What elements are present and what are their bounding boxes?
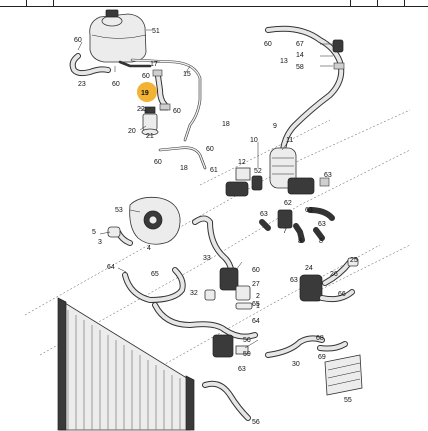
- clamp-58: [333, 62, 345, 70]
- callout-58: 58: [296, 64, 304, 71]
- callout-33: 33: [203, 255, 211, 262]
- toolbar-cell: [0, 0, 27, 6]
- callout-55: 55: [344, 397, 352, 404]
- callout-10: 10: [250, 137, 258, 144]
- hose-4[interactable]: [107, 226, 133, 246]
- radiator[interactable]: [57, 297, 195, 431]
- callout-22: 22: [137, 106, 145, 113]
- hose-30[interactable]: [265, 335, 348, 358]
- callout-2: 2: [256, 293, 260, 300]
- callout-11: 11: [286, 137, 293, 144]
- callout-7: 7: [283, 228, 287, 235]
- valve-56[interactable]: [212, 334, 249, 358]
- toolbar-cell: [54, 0, 351, 6]
- callout-26: 26: [330, 271, 338, 278]
- callout-labels: 51 60 23 60 17 60 15 19 22 60 20 21 18 6…: [74, 28, 358, 426]
- callout-25: 25: [350, 257, 358, 264]
- callout-53: 53: [115, 207, 123, 214]
- callout-60: 60: [142, 73, 150, 80]
- callout-24: 24: [305, 265, 313, 272]
- callout-63: 63: [305, 207, 313, 214]
- callout-63: 63: [290, 277, 298, 284]
- water-pump-53[interactable]: [129, 196, 181, 245]
- callout-20: 20: [128, 128, 136, 135]
- callout-18: 18: [222, 121, 230, 128]
- thermostat-housing-21[interactable]: [141, 106, 159, 136]
- clamp-60: [152, 69, 163, 77]
- callout-56: 56: [252, 419, 260, 426]
- hose-13[interactable]: [265, 25, 345, 153]
- callout-19-highlighted: 19: [141, 90, 149, 97]
- callout-60: 60: [154, 159, 162, 166]
- coolant-pump-27[interactable]: [204, 267, 253, 310]
- oil-cooler-55[interactable]: [324, 354, 363, 396]
- callout-51: 51: [152, 28, 160, 35]
- callout-15: 15: [183, 71, 191, 78]
- connector-67: [332, 39, 344, 53]
- callout-66: 66: [338, 291, 346, 298]
- highlight-marker: [137, 82, 157, 102]
- hose-23[interactable]: [69, 53, 111, 77]
- hose-65[interactable]: [122, 267, 258, 340]
- sensor-9: [251, 175, 263, 191]
- callout-65: 65: [252, 301, 260, 308]
- callout-60: 60: [206, 146, 214, 153]
- callout-5: 5: [92, 229, 96, 236]
- callout-17: 17: [150, 61, 158, 68]
- callout-18: 18: [180, 165, 188, 172]
- coolant-pipe-18[interactable]: [158, 146, 207, 170]
- callout-27: 27: [252, 281, 260, 288]
- temperature-sender-52[interactable]: [225, 167, 251, 197]
- callout-3: 3: [98, 239, 102, 246]
- callout-1: 1: [256, 303, 260, 310]
- callout-21: 21: [146, 133, 154, 140]
- hose-33[interactable]: [192, 215, 235, 281]
- callout-60: 60: [252, 267, 260, 274]
- toolbar-cell: [351, 0, 378, 6]
- callout-8: 8: [298, 238, 302, 245]
- callout-59: 59: [243, 351, 251, 358]
- toolbar-cell: [378, 0, 405, 6]
- oil-filter-housing-11[interactable]: [269, 147, 315, 195]
- radiator-hose-56[interactable]: [202, 380, 251, 421]
- callout-69: 69: [318, 354, 326, 361]
- auxiliary-pump-24[interactable]: [299, 257, 359, 303]
- callout-61: 61: [210, 167, 218, 174]
- callout-63: 63: [324, 172, 332, 179]
- callout-63: 63: [238, 366, 246, 373]
- callout-23: 23: [78, 81, 86, 88]
- callout-14: 14: [296, 52, 304, 59]
- callout-8: 8: [319, 238, 323, 245]
- callout-12: 12: [238, 159, 246, 166]
- callout-65: 65: [151, 271, 159, 278]
- callout-64: 64: [252, 318, 260, 325]
- callout-67: 67: [296, 41, 304, 48]
- callout-9: 9: [273, 123, 277, 130]
- callout-62: 62: [284, 200, 292, 207]
- callout-56: 56: [243, 337, 251, 344]
- toolbar-cell: [27, 0, 54, 6]
- callout-60: 60: [264, 41, 272, 48]
- callout-68: 68: [316, 335, 324, 342]
- callout-52: 52: [254, 168, 262, 175]
- expansion-tank[interactable]: [89, 9, 147, 63]
- callout-60: 60: [173, 108, 181, 115]
- callout-30: 30: [292, 361, 300, 368]
- callout-4: 4: [147, 245, 151, 252]
- clamp-60: [159, 103, 171, 111]
- callout-13: 13: [280, 58, 288, 65]
- callout-64: 64: [107, 264, 115, 271]
- callout-60: 60: [112, 81, 120, 88]
- leader-lines: [77, 29, 333, 349]
- callout-63: 63: [260, 211, 268, 218]
- callout-32: 32: [190, 290, 198, 297]
- hose-19[interactable]: [155, 73, 168, 108]
- small-hoses-right[interactable]: [259, 177, 335, 243]
- top-toolbar-strip: [0, 0, 428, 7]
- callout-60: 60: [74, 37, 82, 44]
- callout-63: 63: [318, 221, 326, 228]
- coolant-pipe-15[interactable]: [118, 58, 202, 142]
